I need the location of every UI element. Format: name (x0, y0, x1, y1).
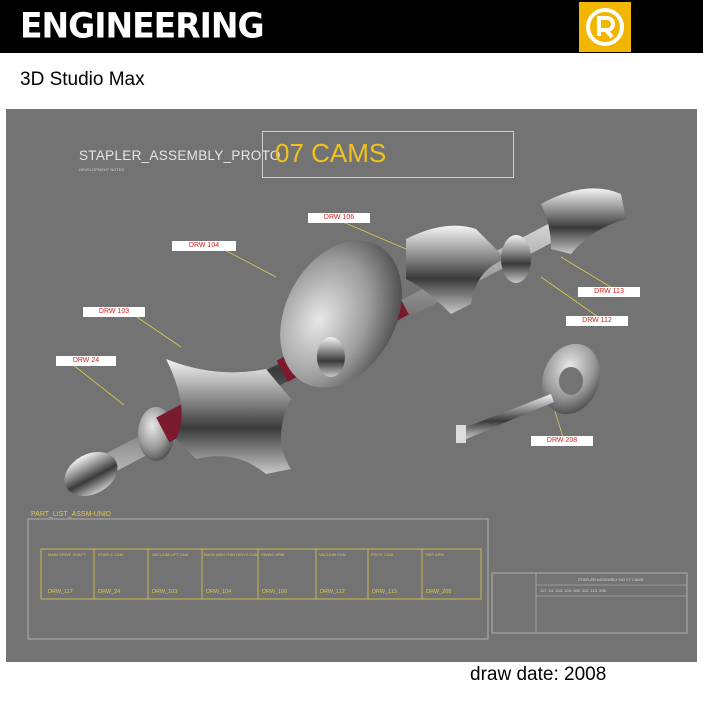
part-label: TRIP ARM (425, 552, 444, 557)
arm-tip (456, 425, 466, 443)
part-code: DRW_103 (152, 589, 178, 595)
cam-106 (406, 225, 506, 314)
part-code: DRW_24 (98, 589, 121, 595)
drawing-title: 07 CAMS (275, 138, 387, 168)
cam-113 (541, 188, 626, 254)
cam-assembly-render (27, 188, 688, 640)
title-block-heading: STAPLER ASSEMBLY NO 07 CAMS (578, 577, 644, 582)
part-label: STAPLE CAM (98, 552, 124, 557)
callout-drw-106: DRW 106 (308, 213, 370, 223)
cam-103 (166, 359, 291, 474)
part-list-title: PART_LIST_ASSM-UNID (31, 511, 111, 518)
part-list-row (40, 548, 482, 600)
part-code: DRW_106 (262, 589, 288, 595)
assembly-sub: DEVELOPMENT NOTES (79, 167, 125, 172)
title-box: 07 CAMS (262, 131, 514, 178)
drawing-panel: STAPLER_ASSEMBLY_PROTO DEVELOPMENT NOTES… (6, 109, 697, 662)
callout-drw-103: DRW 103 (83, 307, 145, 317)
title-block-row: 117, 24, 103, 104, 106, 112, 113, 208 (540, 588, 606, 593)
ring-hole (559, 367, 583, 395)
part-code: DRW_113 (372, 589, 397, 595)
brand-title: ENGINEERING (20, 5, 265, 46)
part-label: MAIN DRIVE SHAFT (48, 552, 86, 557)
part-code: DRW_112 (320, 589, 345, 595)
part-code: DRW_117 (48, 589, 73, 595)
part-label: VACUUM CAM (319, 552, 347, 557)
disc-104 (280, 240, 402, 388)
part-label: PIVOT CAM (371, 552, 393, 557)
header-bar: ENGINEERING (0, 0, 703, 53)
part-label: BACK ARM THIN DRIVE CAM (204, 552, 259, 557)
part-label: SWING ARM (261, 552, 285, 557)
part-list-frame (27, 518, 489, 640)
callout-drw-104: DRW 104 (172, 241, 236, 251)
end-collar (64, 451, 118, 497)
arm-208 (461, 394, 554, 439)
logo-mark (586, 8, 624, 46)
cam-112 (501, 235, 531, 283)
leader-lines (71, 218, 615, 438)
part-code: DRW_104 (206, 589, 232, 595)
software-subtitle: 3D Studio Max (20, 69, 145, 90)
part-label: VACUUM LIFT CAM (152, 552, 189, 557)
callout-drw-112: DRW 112 (566, 316, 628, 326)
callout-drw-24: DRW 24 (56, 356, 116, 366)
part-list-dividers (93, 549, 423, 599)
assembly-name: STAPLER_ASSEMBLY_PROTO (79, 148, 281, 163)
callout-drw-208: DRW 208 (531, 436, 593, 446)
part-code: DRW_208 (426, 589, 452, 595)
collar-mid (317, 337, 345, 377)
logo-icon[interactable] (579, 2, 631, 52)
title-block-frame (491, 572, 688, 634)
draw-date: draw date: 2008 (470, 664, 607, 685)
callout-drw-113: DRW 113 (578, 287, 640, 297)
